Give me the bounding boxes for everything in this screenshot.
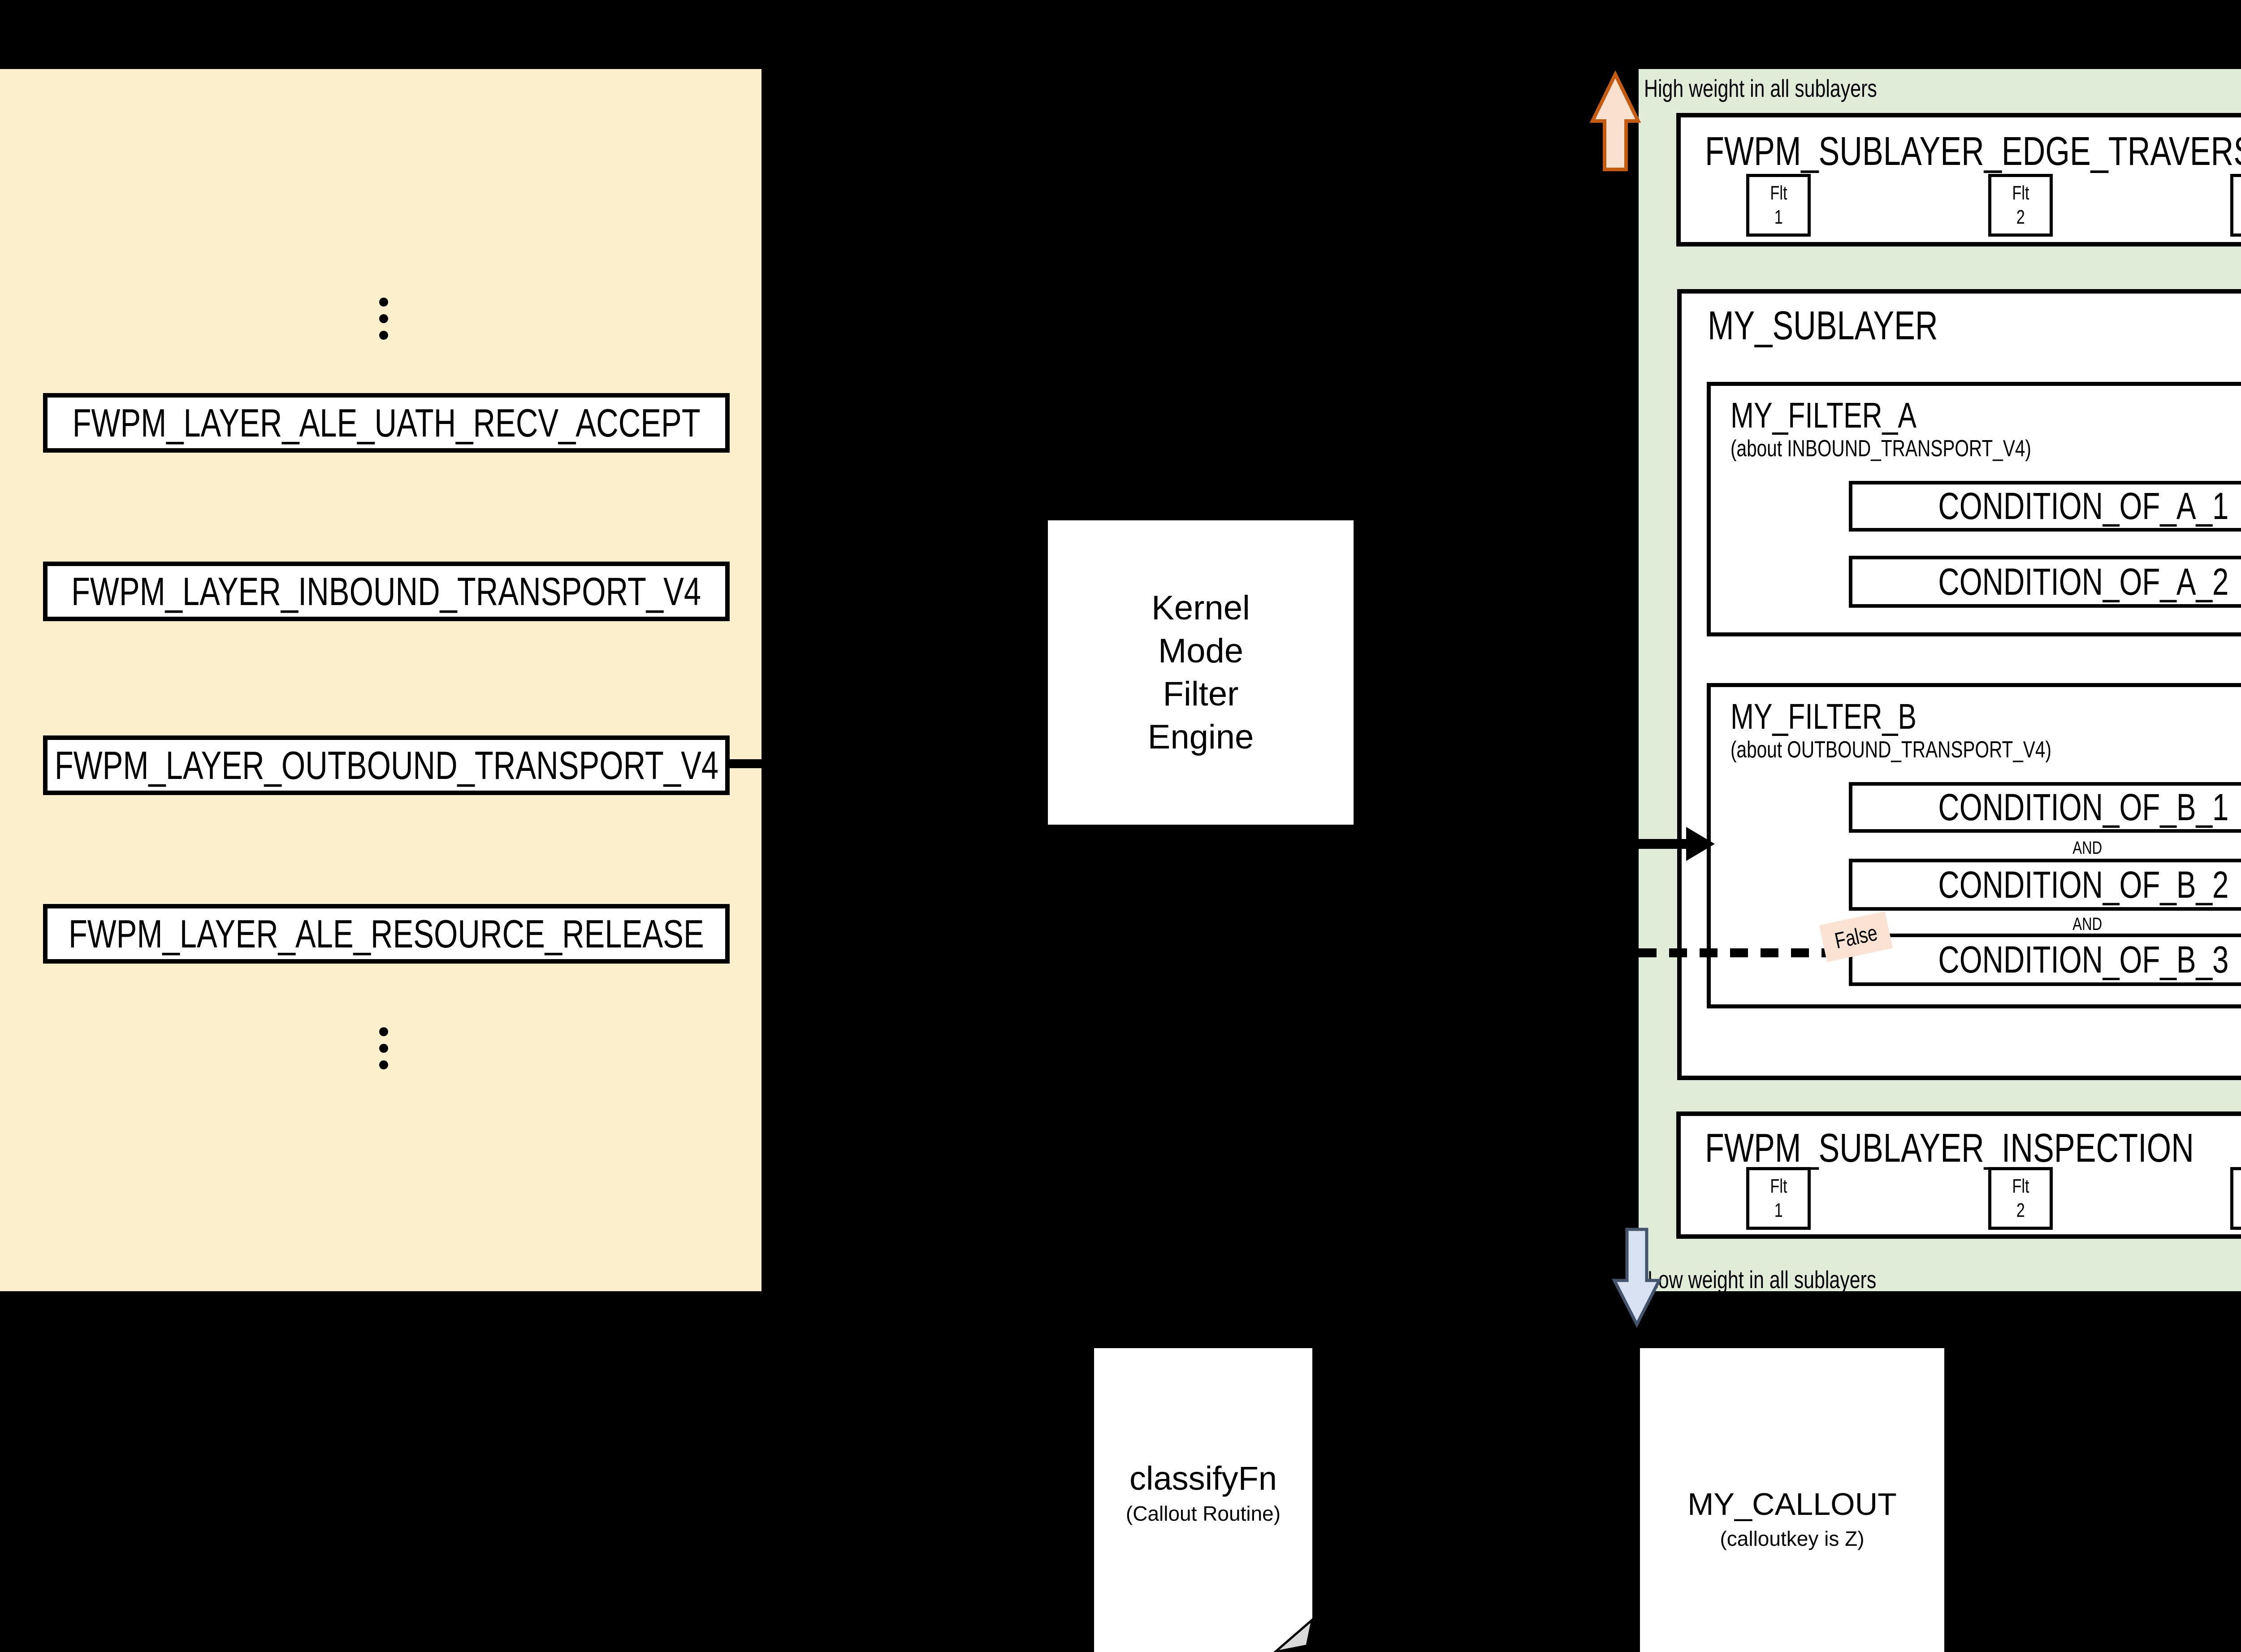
my-filter-b-subtitle: (about OUTBOUND_TRANSPORT_V4): [1731, 737, 2052, 763]
layer-list-panel: [0, 69, 761, 1291]
my-filter-b-box: MY_FILTER_B (about OUTBOUND_TRANSPORT_V4…: [1707, 683, 2241, 1008]
kernel-line: Filter: [1163, 675, 1239, 713]
flt-box-2: Flt 2: [1988, 1167, 2053, 1230]
flt-box-3: Flt 3: [2230, 174, 2241, 237]
sublayer-edge-traversal-box: FWPM_SUBLAYER_EDGE_TRAVERSAL Flt 1 Flt 2…: [1676, 113, 2241, 247]
condition-of-b-2-box: CONDITION_OF_B_2: [1849, 859, 2241, 911]
outbound-connector-stub: [730, 759, 768, 768]
flt-box-1: Flt 1: [1746, 174, 1811, 237]
layer-label: FWPM_LAYER_OUTBOUND_TRANSPORT_V4: [54, 743, 718, 787]
my-sublayer-title: MY_SUBLAYER: [1708, 303, 1938, 348]
my-filter-a-box: MY_FILTER_A (about INBOUND_TRANSPORT_V4)…: [1707, 382, 2241, 636]
sublayer-inspection-box: FWPM_SUBLAYER_INSPECTION Flt 1 Flt 2 Flt…: [1676, 1111, 2241, 1239]
condition-of-a-1-box: CONDITION_OF_A_1: [1849, 481, 2241, 532]
classifyfn-document: classifyFn (Callout Routine): [1094, 1348, 1312, 1652]
classifyfn-title: classifyFn: [1129, 1460, 1277, 1497]
my-filter-b-title: MY_FILTER_B: [1731, 696, 1917, 736]
low-weight-label: Low weight in all sublayers: [1648, 1266, 1877, 1293]
layer-label: FWPM_LAYER_INBOUND_TRANSPORT_V4: [71, 569, 701, 614]
layer-label: FWPM_LAYER_ALE_UATH_RECV_ACCEPT: [72, 400, 701, 445]
packet-arrow-shaft: [1639, 839, 1687, 849]
sublayer-edge-traversal-title: FWPM_SUBLAYER_EDGE_TRAVERSAL: [1705, 129, 2241, 174]
condition-of-b-1-box: CONDITION_OF_B_1: [1849, 782, 2241, 833]
low-weight-down-arrow-icon: [1612, 1228, 1662, 1328]
kernel-line: Mode: [1158, 631, 1244, 670]
classifyfn-folded-corner-icon: [1273, 1617, 1314, 1652]
my-callout-box: MY_CALLOUT (calloutkey is Z): [1640, 1348, 1944, 1652]
layer-box-outbound-transport-v4: FWPM_LAYER_OUTBOUND_TRANSPORT_V4: [43, 735, 730, 795]
false-path-dashed-line: [1639, 948, 1849, 957]
condition-of-b-3-box: CONDITION_OF_B_3: [1849, 934, 2241, 986]
my-filter-a-title: MY_FILTER_A: [1731, 395, 1917, 435]
condition-of-a-2-box: CONDITION_OF_A_2: [1849, 556, 2241, 608]
and-label-1: AND: [2072, 838, 2102, 858]
layer-box-inbound-transport-v4: FWPM_LAYER_INBOUND_TRANSPORT_V4: [43, 562, 730, 621]
flt-box-3: Flt 3: [2230, 1167, 2241, 1230]
packet-arrow-head: [1686, 827, 1715, 861]
high-weight-up-arrow-icon: [1589, 70, 1641, 171]
high-weight-label: High weight in all sublayers: [1644, 74, 1877, 102]
kernel-line: Engine: [1147, 718, 1254, 756]
my-sublayer-box: MY_SUBLAYER MY_FILTER_A (about INBOUND_T…: [1677, 289, 2241, 1080]
classifyfn-subtitle: (Callout Routine): [1125, 1502, 1281, 1525]
my-filter-a-subtitle: (about INBOUND_TRANSPORT_V4): [1731, 436, 2031, 462]
kernel-mode-filter-engine-box: Kernel Mode Filter Engine: [1048, 520, 1354, 825]
flt-box-2: Flt 2: [1988, 174, 2053, 237]
layer-box-ale-uath-recv-accept: FWPM_LAYER_ALE_UATH_RECV_ACCEPT: [43, 393, 730, 453]
layer-label: FWPM_LAYER_ALE_RESOURCE_RELEASE: [69, 911, 704, 956]
my-callout-subtitle: (calloutkey is Z): [1720, 1527, 1865, 1550]
flt-box-1: Flt 1: [1746, 1167, 1811, 1230]
and-label-2: AND: [2072, 914, 2102, 934]
kernel-line: Kernel: [1151, 588, 1250, 627]
layer-box-ale-resource-release: FWPM_LAYER_ALE_RESOURCE_RELEASE: [43, 904, 730, 964]
ellipsis-bottom: [379, 1027, 388, 1077]
my-callout-title: MY_CALLOUT: [1687, 1487, 1897, 1522]
sublayer-inspection-title: FWPM_SUBLAYER_INSPECTION: [1705, 1126, 2194, 1171]
ellipsis-top: [379, 298, 388, 347]
